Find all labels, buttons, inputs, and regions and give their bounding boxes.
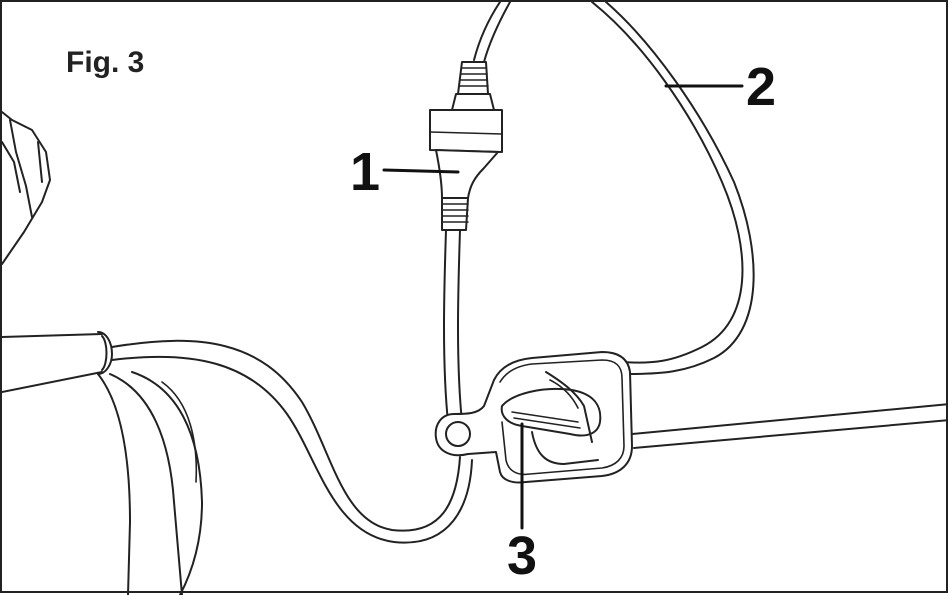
plug-cable xyxy=(443,2,511,423)
handle-cable xyxy=(111,339,473,544)
plug-connector xyxy=(429,61,503,231)
figure-label: Fig. 3 xyxy=(66,46,144,79)
callout-1-leader xyxy=(382,168,460,174)
callout-3: 3 xyxy=(507,422,537,586)
mower-handle xyxy=(2,111,203,595)
strain-relief-hook xyxy=(434,351,633,484)
callout-1: 1 xyxy=(350,142,460,202)
callout-2-number: 2 xyxy=(746,57,776,117)
callout-3-number: 3 xyxy=(507,526,537,586)
extension-cable xyxy=(591,2,948,449)
callout-1-number: 1 xyxy=(350,142,380,202)
callout-2: 2 xyxy=(664,57,776,117)
